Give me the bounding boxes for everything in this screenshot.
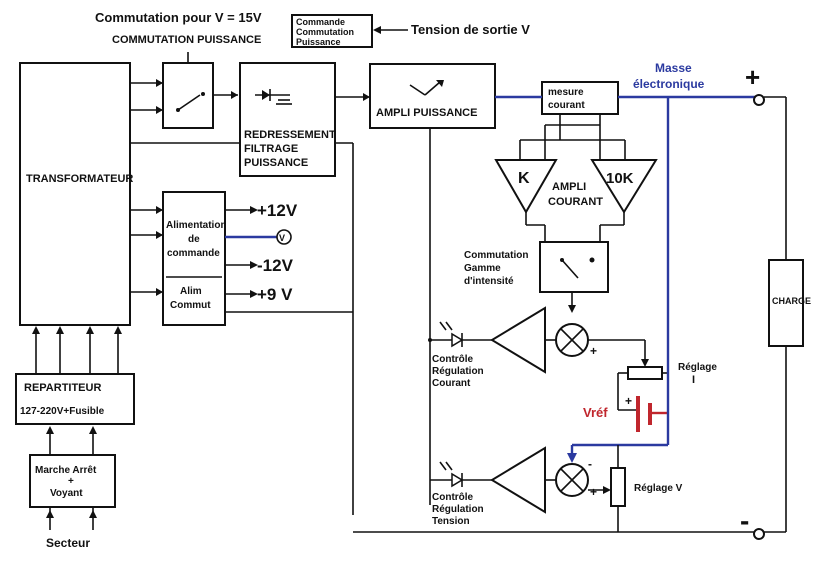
repartiteur-line-1: REPARTITEUR bbox=[24, 382, 101, 394]
current-amp-triangle bbox=[490, 306, 556, 374]
charge-block: CHARGE bbox=[768, 259, 811, 347]
ampli-k-label: K bbox=[518, 170, 530, 187]
alim-commande-line-1: Alimentation bbox=[166, 220, 227, 231]
secteur-label: Secteur bbox=[46, 536, 90, 550]
ctrl-tension-line-3: Tension bbox=[432, 516, 470, 527]
redress-to-ampli-wire bbox=[335, 93, 370, 101]
charge-label: CHARGE bbox=[772, 296, 811, 306]
plus-terminal bbox=[753, 94, 765, 106]
rail-minus-12v: -12V bbox=[257, 256, 294, 275]
mesure-line-1: mesure bbox=[548, 87, 584, 98]
ampli-courant-line-2: COURANT bbox=[548, 196, 603, 208]
ground-net bbox=[567, 97, 670, 463]
current-diode bbox=[428, 321, 492, 348]
mesure-wires bbox=[495, 95, 755, 160]
minus-terminal bbox=[753, 528, 765, 540]
minus-terminal-label: - bbox=[740, 505, 749, 536]
alim-commande-line-3: commande bbox=[167, 248, 220, 259]
voltage-mixer: - + bbox=[555, 457, 597, 499]
alim-commut-line-1: Alim bbox=[180, 286, 202, 297]
voltage-mixer-plus: + bbox=[590, 485, 597, 499]
reglage-i-line-1: Réglage bbox=[678, 362, 717, 373]
title-note: Commutation pour V = 15V bbox=[95, 10, 262, 25]
commutation-gamme-block bbox=[539, 241, 609, 313]
commutation-switch-block bbox=[162, 52, 238, 129]
masse-label-2: électronique bbox=[633, 77, 705, 91]
ampli-puissance-label: AMPLI PUISSANCE bbox=[376, 107, 477, 119]
alim-commande-block: Alimentation de commande Alim Commut bbox=[162, 191, 227, 326]
marche-line-3: Voyant bbox=[50, 488, 83, 499]
commande-line-2: Commutation bbox=[296, 27, 354, 37]
ctrl-tension-line-2: Régulation bbox=[432, 504, 484, 515]
output-voltage-arrow bbox=[373, 26, 408, 34]
ampli-courant-line-1: AMPLI bbox=[552, 181, 586, 193]
reglage-v-label: Réglage V bbox=[634, 483, 683, 494]
transformateur-block: TRANSFORMATEUR bbox=[19, 62, 133, 326]
commande-block: Commande Commutation Puissance bbox=[291, 14, 373, 48]
marche-line-1: Marche Arrêt bbox=[35, 465, 97, 476]
reglage-i-pot bbox=[588, 339, 668, 410]
alim-commut-line-2: Commut bbox=[170, 300, 211, 311]
vref-plus: + bbox=[625, 394, 632, 408]
reglage-v-pot bbox=[588, 445, 626, 532]
gamme-line-3: d'intensité bbox=[464, 276, 514, 287]
rail-outputs bbox=[225, 206, 353, 313]
repartiteur-line-2: 127-220V+Fusible bbox=[20, 406, 105, 417]
redressement-line-2: FILTRAGE bbox=[244, 143, 298, 155]
current-mixer-plus: + bbox=[590, 344, 597, 358]
marche-line-2: + bbox=[68, 476, 74, 487]
gamme-line-1: Commutation bbox=[464, 250, 528, 261]
redressement-line-1: REDRESSEMENT bbox=[244, 129, 336, 141]
gamme-line-2: Gamme bbox=[464, 263, 501, 274]
voltage-diode bbox=[430, 461, 492, 488]
commutation-title: COMMUTATION PUISSANCE bbox=[112, 34, 261, 46]
ampli-10k-label: 10K bbox=[606, 170, 634, 187]
ampli-k-triangle: K bbox=[494, 159, 558, 215]
transformateur-label: TRANSFORMATEUR bbox=[26, 173, 133, 185]
voltage-amp-triangle bbox=[490, 446, 556, 514]
marche-wires bbox=[46, 426, 97, 530]
alim-commande-line-2: de bbox=[188, 234, 200, 245]
commande-line-1: Commande bbox=[296, 17, 345, 27]
ctrl-tension-line-1: Contrôle bbox=[432, 492, 474, 503]
repartiteur-block: REPARTITEUR 127-220V+Fusible bbox=[15, 373, 135, 425]
voltage-mixer-minus: - bbox=[588, 457, 592, 471]
vref-battery: + bbox=[618, 394, 668, 432]
plus-terminal-label: + bbox=[745, 62, 760, 92]
mesure-courant-block: mesure courant bbox=[541, 81, 619, 115]
mesure-line-2: courant bbox=[548, 100, 585, 111]
ctrl-courant-line-3: Courant bbox=[432, 378, 471, 389]
ampli-10k-triangle: 10K bbox=[590, 159, 658, 214]
ampli-to-gamme-wires bbox=[525, 212, 625, 242]
ctrl-courant-line-1: Contrôle bbox=[432, 354, 474, 365]
redressement-block: REDRESSEMENT FILTRAGE PUISSANCE bbox=[239, 62, 336, 177]
vref-label: Vréf bbox=[583, 405, 608, 420]
output-voltage-label: Tension de sortie V bbox=[411, 22, 530, 37]
commande-line-3: Puissance bbox=[296, 37, 341, 47]
rail-plus-9v: +9 V bbox=[257, 285, 293, 304]
ampli-puissance-block: AMPLI PUISSANCE bbox=[369, 63, 496, 129]
masse-label-1: Masse bbox=[655, 61, 692, 75]
reglage-i-line-2: I bbox=[692, 374, 695, 386]
redressement-line-3: PUISSANCE bbox=[244, 157, 308, 169]
voltmeter-label: V bbox=[279, 233, 285, 243]
rail-plus-12v: +12V bbox=[257, 201, 298, 220]
negative-rail bbox=[353, 346, 787, 533]
marche-arret-block: Marche Arrêt + Voyant bbox=[29, 454, 116, 508]
current-mixer: + bbox=[555, 323, 597, 358]
ctrl-courant-line-2: Régulation bbox=[432, 366, 484, 377]
repartiteur-to-transfo-wires bbox=[32, 326, 122, 374]
